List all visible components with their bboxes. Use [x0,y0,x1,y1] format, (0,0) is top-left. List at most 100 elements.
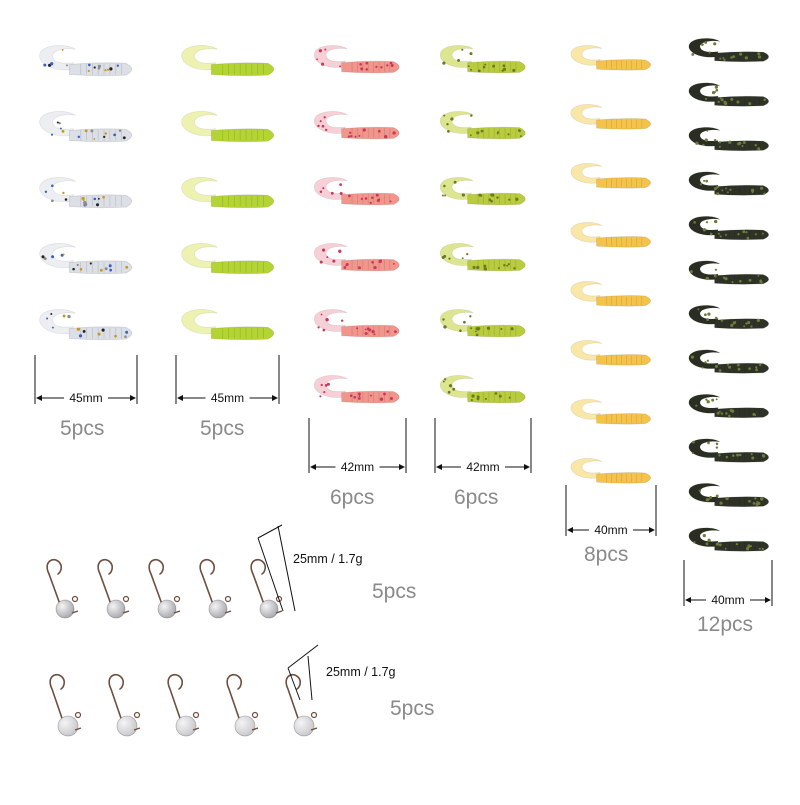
grub-lure [39,177,133,209]
grub-lure [688,304,770,330]
glitter-fleck [701,43,704,46]
count-label-pink-grub: 6pcs [330,486,375,509]
glitter-fleck [375,65,378,69]
size-label: 45mm [211,391,244,405]
glitter-fleck [755,368,758,372]
glitter-fleck [320,383,323,387]
glitter-fleck [379,259,383,263]
glitter-fleck [323,391,326,394]
glitter-fleck [749,545,753,548]
glitter-fleck [707,538,711,542]
glitter-fleck [394,330,397,333]
glitter-fleck [375,193,379,197]
glitter-fleck [476,327,480,331]
glitter-fleck [508,198,511,201]
glitter-fleck [494,392,498,395]
glitter-fleck [507,133,510,136]
grub-lure [439,309,526,338]
hook-collar [310,727,318,731]
glitter-fleck [482,65,486,69]
glitter-fleck [389,200,392,203]
glitter-fleck [695,141,699,145]
glitter-fleck [715,542,720,546]
glitter-fleck [730,97,734,101]
glitter-fleck [709,232,713,236]
glitter-fleck [737,142,741,146]
glitter-fleck [701,366,704,369]
hook-wire [167,673,184,725]
grub-tail [688,527,721,548]
hook-wire [108,673,125,725]
glitter-fleck [747,321,751,325]
glitter-fleck [443,184,446,188]
grub-lure [688,37,770,63]
glitter-fleck [319,120,322,123]
count-label-jig-row-2: 5pcs [390,697,435,720]
glitter-fleck [443,325,447,329]
grub-lure [688,393,770,419]
grub-lure [181,177,275,209]
glitter-fleck [704,97,708,100]
glitter-fleck [692,440,695,444]
lead-head [208,599,228,619]
glitter-fleck [719,235,722,238]
glitter-fleck [737,363,740,367]
glitter-fleck [78,334,83,338]
glitter-fleck [723,58,726,62]
glitter-fleck [748,499,751,503]
glitter-fleck [754,497,757,500]
glitter-fleck [322,187,325,190]
line-eyelet [133,711,141,719]
grub-body [714,95,770,107]
glitter-fleck [705,398,708,401]
glitter-fleck [442,318,445,321]
glitter-fleck [348,194,351,198]
dimension-arrow-right [524,464,530,470]
jig-head-hook [148,558,181,619]
glitter-fleck [706,318,709,321]
glitter-fleck [507,263,510,266]
glitter-fleck [457,58,461,62]
dimension-arrow-right [272,395,278,401]
glitter-fleck [477,69,481,73]
glitter-fleck [757,55,762,59]
glitter-fleck [366,327,370,331]
glitter-fleck [358,395,361,398]
glitter-fleck [510,327,514,331]
grub-lure [688,438,770,463]
glitter-fleck [354,135,357,138]
dimension-label-bg [205,390,250,406]
glitter-fleck [704,361,707,364]
glitter-fleck [715,446,719,449]
glitter-fleck [64,198,68,201]
grub-lure [688,260,770,285]
grub-lure [688,82,770,107]
glitter-fleck [508,396,511,399]
glitter-fleck [88,63,91,67]
dimension-label-bg [335,459,380,475]
glitter-fleck [51,199,54,203]
glitter-fleck [697,308,700,311]
dimension-arrow-left [36,395,42,401]
grub-body [596,59,652,71]
hook-collar [224,610,232,614]
glitter-fleck [743,325,746,328]
glitter-fleck [720,412,724,415]
glitter-fleck [484,63,487,66]
glitter-fleck [714,268,718,271]
glitter-fleck [87,69,90,72]
glitter-fleck [373,333,376,336]
grub-body [467,60,526,74]
grub-tail [39,243,76,269]
dimension-arrow-right [649,527,655,533]
glitter-fleck [761,454,765,457]
grub-body [467,258,526,272]
glitter-fleck [386,64,389,67]
hook-wire [226,673,243,725]
glitter-fleck [95,203,100,207]
jig-head-hook [46,558,79,619]
glitter-fleck [735,542,739,546]
line-eyelet [122,595,130,603]
glitter-fleck [737,367,741,371]
glitter-fleck [364,328,367,331]
